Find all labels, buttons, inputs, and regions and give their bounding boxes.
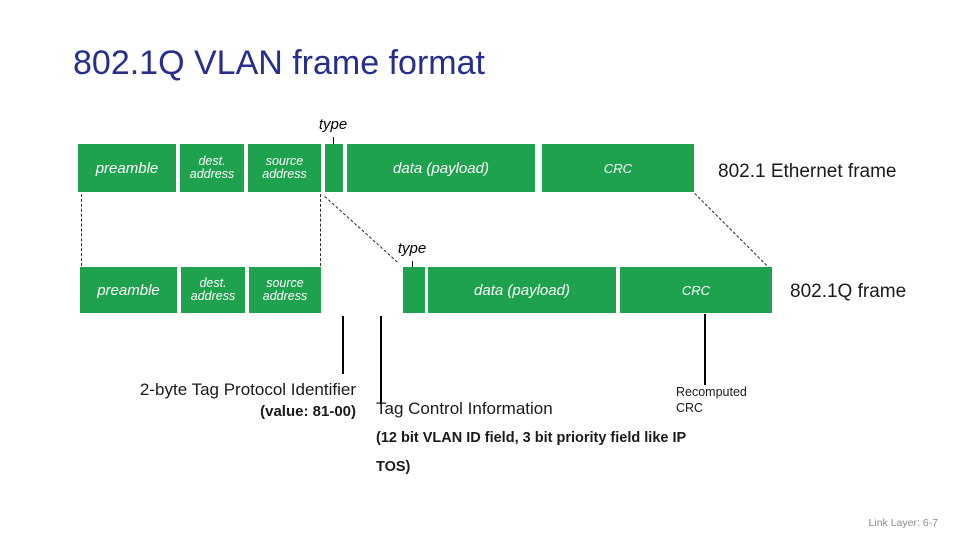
recomputed-crc-pointer-line bbox=[704, 314, 706, 385]
tci-annotation-detail: (12 bit VLAN ID field, 3 bit priority fi… bbox=[376, 430, 687, 475]
vlan-data-payload-box: data (payload) bbox=[428, 267, 616, 313]
dashed-guide-crc-diagonal bbox=[694, 193, 768, 266]
vlan-source-address-box: source address bbox=[249, 267, 321, 313]
dashed-guide-source-edge bbox=[320, 194, 321, 266]
ethernet-dest-address-box: dest. address bbox=[180, 144, 244, 192]
ethernet-frame-caption: 802.1 Ethernet frame bbox=[718, 161, 897, 182]
vlan-preamble-box: preamble bbox=[80, 267, 177, 313]
ethernet-type-tick-line bbox=[333, 137, 334, 144]
ethernet-data-payload-box: data (payload) bbox=[347, 144, 535, 192]
tpid-annotation-value: (value: 81-00) bbox=[260, 403, 356, 420]
recomputed-crc-label: Recomputed CRC bbox=[676, 385, 747, 415]
vlan-type-pointer-label: type bbox=[397, 240, 427, 257]
vlan-type-tick-line bbox=[412, 261, 413, 267]
slide-title: 802.1Q VLAN frame format bbox=[73, 44, 485, 82]
tpid-pointer-line bbox=[342, 316, 344, 374]
ethernet-crc-box: CRC bbox=[542, 144, 694, 192]
tci-pointer-line bbox=[380, 316, 382, 404]
vlan-dest-address-box: dest. address bbox=[181, 267, 245, 313]
ethernet-type-box bbox=[325, 144, 343, 192]
tpid-annotation-title: 2-byte Tag Protocol Identifier bbox=[139, 380, 356, 399]
slide-footer-page-label: Link Layer: 6-7 bbox=[868, 517, 938, 529]
dashed-guide-left bbox=[81, 194, 82, 266]
tci-annotation-title: Tag Control Information bbox=[376, 399, 553, 418]
vlan-crc-box: CRC bbox=[620, 267, 772, 313]
vlan-type-box bbox=[403, 267, 425, 313]
ethernet-type-pointer-label: type bbox=[318, 116, 348, 133]
ethernet-source-address-box: source address bbox=[248, 144, 321, 192]
dashed-guide-type-diagonal bbox=[324, 196, 398, 263]
ethernet-preamble-box: preamble bbox=[78, 144, 176, 192]
vlan-frame-caption: 802.1Q frame bbox=[790, 281, 907, 302]
